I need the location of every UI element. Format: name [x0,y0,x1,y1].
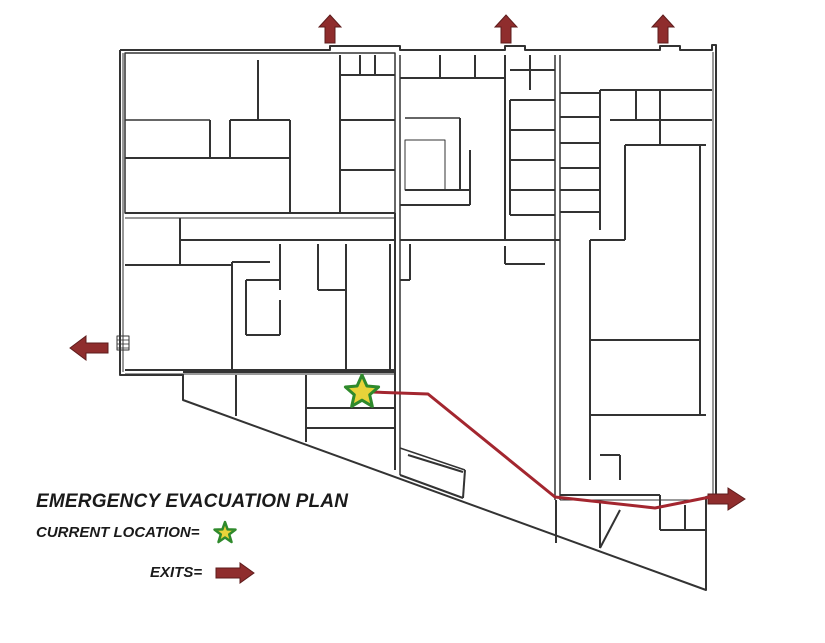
exit-arrow-icon [215,562,256,584]
exit-arrow-top-left [318,14,342,44]
plan-title: EMERGENCY EVACUATION PLAN [36,491,349,512]
exit-arrow-top-center [494,14,518,44]
exit-arrow-left [69,335,109,361]
current-location-star [343,373,381,408]
evacuation-route [371,390,711,510]
legend-current-location: CURRENT LOCATION= [36,520,238,546]
exit-arrow-top-right [651,14,675,44]
outer-wall [119,44,717,591]
current-location-label: CURRENT LOCATION= [36,523,200,541]
current-location-star-icon [212,520,237,544]
exits-label: EXITS= [150,563,203,581]
exit-arrow-right [707,487,746,511]
legend-exits: EXITS= [150,562,256,584]
